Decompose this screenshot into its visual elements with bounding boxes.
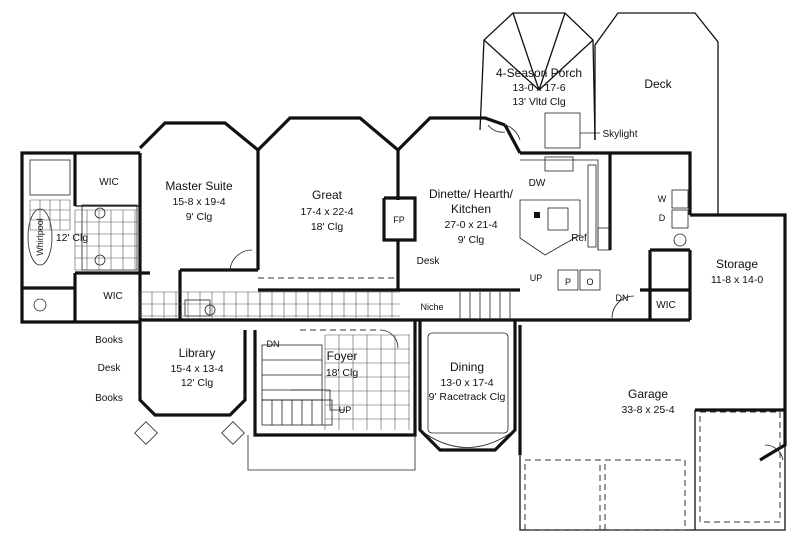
porch-dims: 13-0 x 17-6 (512, 82, 565, 94)
door-swings (229, 249, 635, 349)
dryer-label: D (659, 213, 666, 223)
great-name: Great (312, 188, 343, 202)
storage-name: Storage (716, 257, 758, 271)
pantry-p-label: P (565, 277, 571, 287)
foyer-stairs (261, 344, 345, 426)
porch-name: 4-Season Porch (496, 66, 582, 80)
bath-ceiling: 12' Clg (56, 232, 89, 244)
garage-dims: 33-8 x 25-4 (621, 404, 674, 416)
books-label-1: Books (95, 335, 123, 346)
books-label-2: Books (95, 393, 123, 404)
front-porch (134, 421, 516, 471)
desk-library-label: Desk (98, 363, 122, 374)
fp-label: FP (393, 215, 405, 225)
desk-kitchen-label: Desk (417, 256, 441, 267)
up-kitchen-label: UP (530, 273, 543, 283)
niche-label: Niche (420, 302, 443, 312)
library-name: Library (179, 346, 216, 360)
deck-name: Deck (644, 77, 672, 91)
master-dims: 15-8 x 19-4 (172, 196, 225, 208)
master-ceiling: 9' Clg (186, 211, 213, 223)
foyer-name: Foyer (327, 349, 358, 363)
porch-details (487, 112, 600, 149)
master-name: Master Suite (165, 179, 233, 193)
porch-ceiling: 13' Vltd Clg (512, 96, 566, 108)
dining-name: Dining (450, 360, 484, 374)
dw-label: DW (529, 178, 546, 189)
dinette-dims: 27-0 x 21-4 (444, 219, 497, 231)
foyer-ceiling: 18' Clg (326, 367, 359, 379)
garage-name: Garage (628, 387, 668, 401)
kitchen-fixtures (459, 156, 611, 320)
room-labels: 4-Season Porch 13-0 x 17-6 13' Vltd Clg … (35, 66, 763, 416)
dining-dims: 13-0 x 17-4 (440, 377, 493, 389)
dinette-ceiling: 9' Clg (458, 234, 485, 246)
washer-label: W (658, 194, 667, 204)
exterior-walls (20, 12, 787, 531)
wic-label-3: WIC (656, 300, 675, 311)
dining-ceiling: 9' Racetrack Clg (429, 391, 506, 403)
dining-racetrack (427, 332, 509, 434)
dinette-name-line2: Kitchen (451, 202, 491, 216)
storage-dims: 11-8 x 14-0 (711, 274, 763, 286)
great-dims: 17-4 x 22-4 (300, 206, 353, 218)
fixture-labels: WIC WIC WIC Skylight DW FP Desk Ref UP P… (95, 129, 676, 415)
dinette-name-line1: Dinette/ Hearth/ (429, 187, 514, 201)
pantry-o-label: O (586, 277, 593, 287)
ceiling-lines (258, 277, 398, 331)
whirlpool-label: Whirlpool (35, 218, 45, 256)
dn-foyer-label: DN (267, 339, 280, 349)
laundry-appliances (671, 189, 689, 247)
wic-label-2: WIC (103, 291, 122, 302)
up-foyer-label: UP (339, 405, 352, 415)
library-ceiling: 12' Clg (181, 377, 214, 389)
skylight-label: Skylight (602, 129, 637, 140)
dn-garage-label: DN (616, 293, 629, 303)
tile-grids (29, 199, 410, 430)
garage-doors (524, 411, 784, 531)
library-dims: 15-4 x 13-4 (170, 363, 223, 375)
wic-label-1: WIC (99, 177, 118, 188)
great-ceiling: 18' Clg (311, 221, 344, 233)
ref-label: Ref (571, 233, 587, 244)
